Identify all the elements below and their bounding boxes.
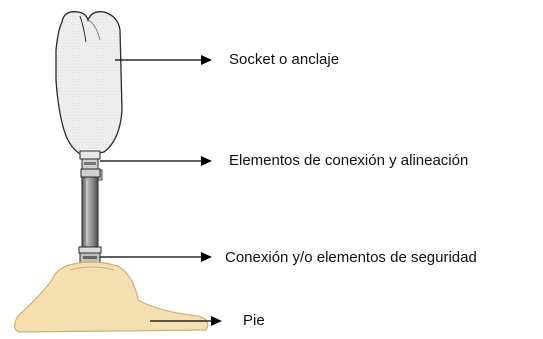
- foot-top-detail: [69, 266, 115, 271]
- arrow-foot: [150, 316, 222, 326]
- lower-connector: [78, 246, 102, 264]
- upper-connector: [79, 150, 103, 181]
- foot: [13, 261, 209, 333]
- arrow-safety: [100, 252, 212, 262]
- pylon: [81, 176, 99, 248]
- label-socket: Socket o anclaje: [229, 51, 340, 68]
- socket-shell: [55, 11, 123, 157]
- arrow-socket: [115, 55, 212, 65]
- label-connection-alignment: Elementos de conexión y alineación: [229, 152, 469, 169]
- socket: [55, 11, 123, 157]
- foot-shell: [13, 261, 209, 333]
- arrow-connection: [100, 156, 212, 166]
- label-foot: Pie: [243, 312, 265, 329]
- socket-inner-curve: [87, 19, 101, 41]
- socket-brim: [79, 15, 87, 43]
- label-connection-safety: Conexión y/o elementos de seguridad: [225, 249, 477, 266]
